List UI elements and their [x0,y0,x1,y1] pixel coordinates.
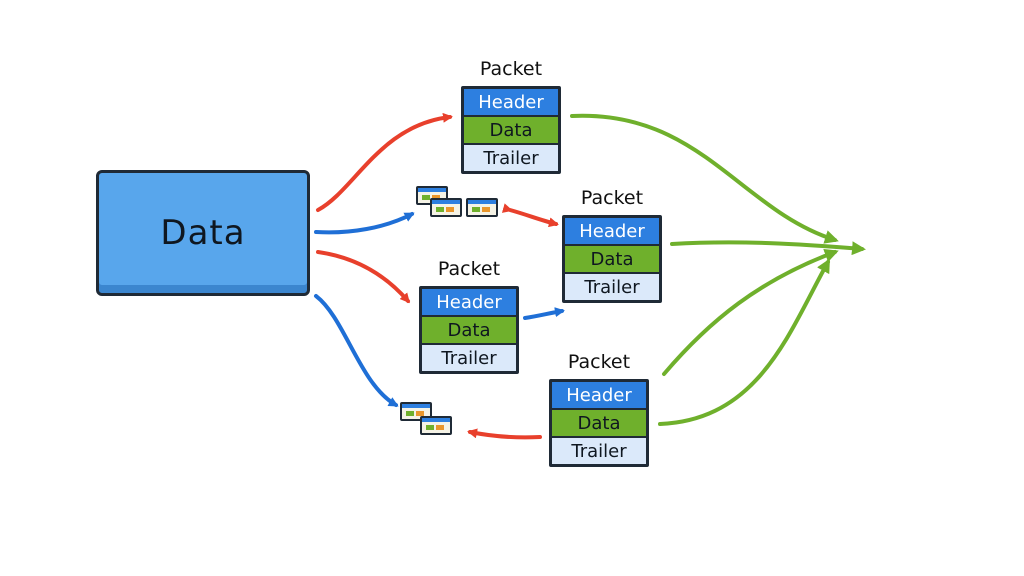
red-arrow-source-to-packet-top [316,112,453,212]
blue-arrow-packet-left-to-packet-mid [523,307,565,320]
packet-trailer-segment: Trailer [565,274,659,300]
packet-middle: Packet Header Data Trailer [562,187,662,303]
blue-arrow-source-to-fragments-lower [314,294,399,407]
packet-trailer-segment: Trailer [464,145,558,171]
fragment-icon [420,416,452,435]
red-arrow-source-to-packet-left [316,250,410,304]
green-arrow-packet-bottom-up-to-destination [662,248,839,376]
packet-left: Packet Header Data Trailer [419,258,519,374]
packet-header-segment: Header [565,218,659,246]
packet-title: Packet [580,187,644,209]
packet-header-segment: Header [422,289,516,317]
packet-header-segment: Header [464,89,558,117]
packet-title: Packet [567,351,631,373]
packet-bottom: Packet Header Data Trailer [549,351,649,467]
green-arrow-packet-bottom-to-destination [658,258,830,426]
fragment-icon [430,198,462,217]
packet-body: Header Data Trailer [461,86,561,174]
packet-title: Packet [479,58,543,80]
packet-body: Header Data Trailer [562,215,662,303]
packet-top: Packet Header Data Trailer [461,58,561,174]
red-arrow-packet-bottom-to-fragments [467,428,542,440]
green-arrow-packet-top-to-destination [570,113,839,244]
fragment-icon [466,198,498,217]
packet-data-segment: Data [552,410,646,438]
blue-arrow-source-to-fragments-upper [314,212,415,235]
green-arrow-packet-mid-to-destination [670,240,866,256]
packet-data-segment: Data [565,246,659,274]
packet-title: Packet [437,258,501,280]
packet-data-segment: Data [464,117,558,145]
packet-fragments-upper [416,186,506,226]
packet-body: Header Data Trailer [419,286,519,374]
packet-trailer-segment: Trailer [552,438,646,464]
source-data-label: Data [160,213,246,253]
source-data-block: Data [96,170,310,296]
packet-fragments-lower [400,402,470,442]
packet-data-segment: Data [422,317,516,345]
red-double-arrow-fragments-packet-mid [501,203,559,228]
packet-header-segment: Header [552,382,646,410]
packet-trailer-segment: Trailer [422,345,516,371]
packet-body: Header Data Trailer [549,379,649,467]
